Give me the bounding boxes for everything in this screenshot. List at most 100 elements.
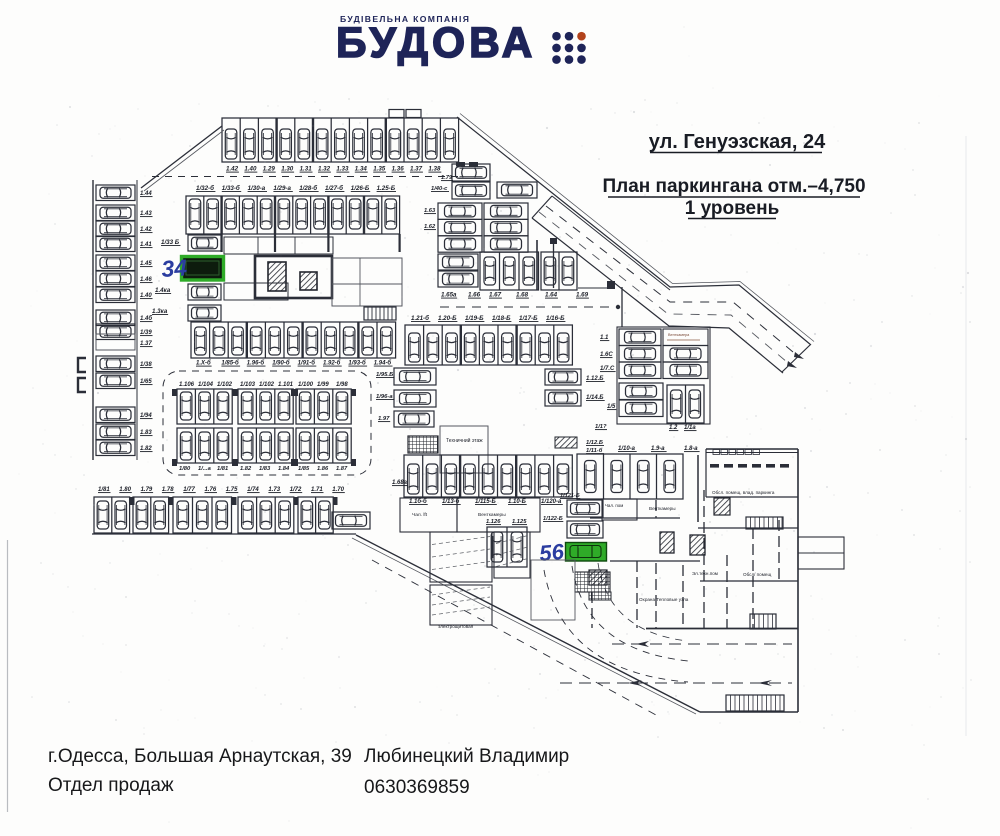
svg-text:1.42: 1.42 bbox=[140, 227, 152, 233]
svg-text:1.10-Б: 1.10-Б bbox=[508, 499, 526, 505]
svg-text:1.68: 1.68 bbox=[516, 292, 529, 299]
svg-text:1.29: 1.29 bbox=[263, 166, 276, 173]
svg-text:1/33-б: 1/33-б bbox=[222, 185, 240, 192]
svg-text:1.87: 1.87 bbox=[336, 466, 348, 472]
svg-text:1/102: 1/102 bbox=[217, 382, 233, 388]
svg-text:1.31: 1.31 bbox=[300, 166, 313, 173]
svg-text:1.4б: 1.4б bbox=[140, 315, 152, 322]
svg-text:1.73: 1.73 bbox=[268, 487, 280, 493]
svg-text:Отдел продаж: Отдел продаж bbox=[48, 775, 174, 796]
svg-text:1/90-б: 1/90-б bbox=[272, 360, 290, 367]
svg-text:План паркингана отм.–4,750: План паркингана отм.–4,750 bbox=[602, 176, 865, 197]
svg-text:Обсл. помещ. влад. паркинга: Обсл. помещ. влад. паркинга bbox=[712, 490, 775, 495]
svg-text:Чал. lft: Чал. lft bbox=[412, 512, 428, 518]
svg-text:1.32: 1.32 bbox=[318, 166, 331, 173]
svg-text:1.21-б: 1.21-б bbox=[411, 315, 429, 322]
svg-text:1.36: 1.36 bbox=[392, 166, 405, 173]
svg-text:1/83: 1/83 bbox=[259, 466, 271, 472]
svg-text:1/81: 1/81 bbox=[98, 487, 110, 493]
svg-text:1/122-Б: 1/122-Б bbox=[543, 516, 563, 522]
svg-text:1.80: 1.80 bbox=[119, 487, 131, 493]
svg-text:1.67: 1.67 bbox=[489, 292, 502, 299]
svg-text:1/95.Б: 1/95.Б bbox=[376, 372, 393, 378]
svg-text:1/26-Б: 1/26-Б bbox=[351, 185, 370, 192]
svg-text:1/120-а: 1/120-а bbox=[541, 499, 562, 505]
svg-text:0630369859: 0630369859 bbox=[364, 777, 470, 798]
svg-text:1/96-а: 1/96-а bbox=[376, 394, 393, 400]
svg-text:1.76: 1.76 bbox=[205, 487, 217, 493]
svg-text:Венткамеры: Венткамеры bbox=[649, 506, 676, 511]
svg-text:1/74: 1/74 bbox=[247, 487, 259, 493]
svg-text:1.6С: 1.6С bbox=[600, 352, 613, 358]
svg-text:1.40: 1.40 bbox=[140, 293, 152, 299]
svg-text:1/33 Б: 1/33 Б bbox=[161, 239, 180, 246]
svg-text:1.20-Б: 1.20-Б bbox=[438, 315, 457, 322]
svg-text:1.70: 1.70 bbox=[332, 487, 344, 493]
svg-text:1.43: 1.43 bbox=[140, 211, 152, 217]
svg-text:1/18-Б: 1/18-Б bbox=[492, 315, 511, 322]
svg-text:1.64: 1.64 bbox=[545, 292, 558, 299]
svg-text:1.46: 1.46 bbox=[140, 277, 152, 283]
svg-text:1.71: 1.71 bbox=[311, 487, 323, 493]
svg-text:1/7.С: 1/7.С bbox=[600, 366, 615, 372]
svg-text:1 уровень: 1 уровень bbox=[685, 198, 780, 219]
svg-text:1/19-Б: 1/19-Б bbox=[465, 315, 484, 322]
svg-text:1/29-а: 1/29-а bbox=[273, 185, 291, 192]
svg-text:Любинецкий Владимир: Любинецкий Владимир bbox=[364, 746, 569, 767]
svg-text:1.125: 1.125 bbox=[512, 519, 527, 525]
svg-text:1.1б-б: 1.1б-б bbox=[409, 498, 427, 505]
svg-text:1/14.Б: 1/14.Б bbox=[586, 395, 604, 401]
svg-text:1.82: 1.82 bbox=[140, 446, 152, 452]
svg-text:1.45: 1.45 bbox=[140, 261, 152, 267]
svg-text:Эл.техн.пом: Эл.техн.пом bbox=[692, 571, 718, 576]
svg-text:1/1а: 1/1а bbox=[684, 425, 696, 431]
svg-text:1.12.Б: 1.12.Б bbox=[586, 376, 604, 382]
svg-text:1.9-а: 1.9-а bbox=[651, 446, 665, 452]
svg-text:ул. Генуэзская, 24: ул. Генуэзская, 24 bbox=[649, 131, 826, 153]
svg-text:1/11-б: 1/11-б bbox=[586, 447, 603, 454]
svg-text:1.25-Б: 1.25-Б bbox=[377, 185, 396, 192]
svg-text:1/10-а: 1/10-а bbox=[618, 446, 636, 452]
svg-text:1/94: 1/94 bbox=[140, 413, 152, 419]
svg-text:1.79: 1.79 bbox=[141, 487, 153, 493]
svg-text:1/16-Б: 1/16-Б bbox=[546, 315, 565, 322]
svg-text:1.75: 1.75 bbox=[226, 487, 238, 493]
svg-text:1/81: 1/81 bbox=[217, 466, 228, 472]
svg-text:1.84: 1.84 bbox=[278, 466, 290, 472]
svg-text:1.33: 1.33 bbox=[336, 166, 349, 173]
svg-text:1/80: 1/80 bbox=[179, 466, 191, 472]
svg-text:Венткамеры: Венткамеры bbox=[478, 512, 506, 518]
svg-text:1.8-а: 1.8-а bbox=[684, 446, 698, 452]
svg-text:1.30: 1.30 bbox=[281, 166, 294, 173]
svg-text:34: 34 bbox=[161, 254, 189, 282]
svg-text:1.126: 1.126 bbox=[486, 519, 501, 525]
svg-text:БУДОВА: БУДОВА bbox=[336, 20, 536, 67]
svg-text:Обсл/ помещ: Обсл/ помещ bbox=[743, 572, 771, 577]
svg-text:1.41: 1.41 bbox=[140, 242, 152, 248]
svg-text:1/102: 1/102 bbox=[259, 382, 275, 388]
svg-text:1.78: 1.78 bbox=[162, 487, 174, 493]
svg-text:1.42: 1.42 bbox=[226, 166, 239, 173]
svg-text:1/39: 1/39 bbox=[140, 330, 152, 336]
svg-text:Венткамера: Венткамера bbox=[668, 333, 690, 337]
svg-text:1.Х-б: 1.Х-б bbox=[196, 360, 211, 367]
svg-text:1.83: 1.83 bbox=[140, 430, 152, 436]
svg-text:1/115-Б: 1/115-Б bbox=[475, 499, 496, 505]
svg-text:1.94-б: 1.94-б bbox=[374, 360, 392, 367]
svg-text:Чал. пом: Чал. пом bbox=[605, 503, 623, 508]
svg-text:1.37: 1.37 bbox=[410, 166, 423, 173]
svg-text:1.106: 1.106 bbox=[179, 382, 195, 388]
svg-text:1/5: 1/5 bbox=[607, 404, 616, 410]
svg-text:1.4ка: 1.4ка bbox=[155, 287, 171, 294]
svg-text:1/103: 1/103 bbox=[240, 382, 256, 388]
svg-text:электрощитовая: электрощитовая bbox=[438, 624, 474, 629]
svg-text:56: 56 bbox=[538, 539, 565, 566]
svg-text:1/17-Б: 1/17-Б bbox=[519, 315, 538, 322]
svg-text:1/28-б: 1/28-б bbox=[299, 185, 317, 192]
svg-text:1.96-б: 1.96-б bbox=[247, 360, 265, 367]
svg-text:1.34: 1.34 bbox=[355, 166, 368, 173]
svg-text:1.97: 1.97 bbox=[378, 416, 390, 422]
svg-text:Охрана Тепловые узла: Охрана Тепловые узла bbox=[639, 597, 689, 602]
svg-text:1/12.Б: 1/12.Б bbox=[586, 440, 603, 446]
svg-text:1.38: 1.38 bbox=[428, 166, 441, 173]
